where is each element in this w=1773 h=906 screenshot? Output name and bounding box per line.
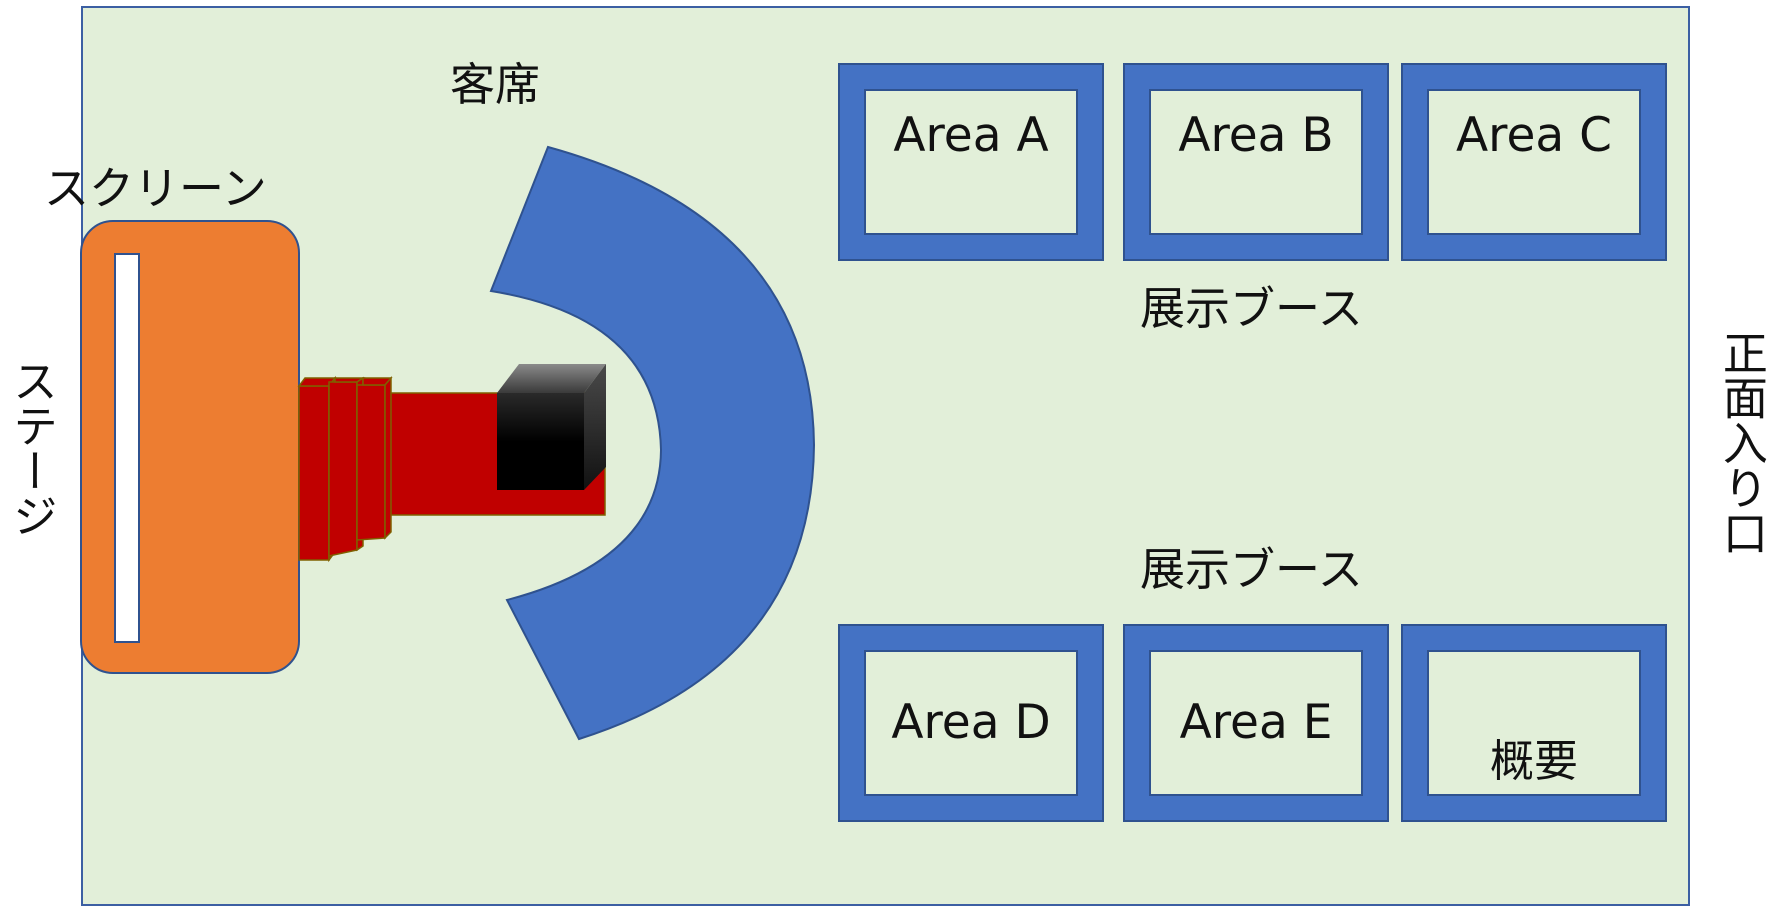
- main-entrance-label: 正面入り口: [1714, 330, 1768, 555]
- booth-area-c-inner: Area C: [1427, 89, 1641, 235]
- booth-area-d-inner: Area D: [864, 650, 1078, 796]
- booth-overview-inner: 概要: [1427, 650, 1641, 796]
- screen: [114, 253, 140, 643]
- booth-area-c-label: Area C: [1456, 108, 1612, 163]
- booth-area-a-inner: Area A: [864, 89, 1078, 235]
- booth-area-b-label: Area B: [1178, 108, 1334, 163]
- booth-area-d-label: Area D: [891, 695, 1051, 750]
- booth-area-b-inner: Area B: [1149, 89, 1363, 235]
- booths-top-label: 展示ブース: [1140, 282, 1363, 335]
- stage: [80, 220, 300, 674]
- camera-cube: [497, 364, 606, 490]
- screen-label: スクリーン: [44, 162, 267, 215]
- booth-area-d: Area D: [838, 624, 1104, 822]
- seating-arc: [489, 145, 816, 741]
- stage-area-drawing: [80, 145, 816, 741]
- booth-area-e-inner: Area E: [1149, 650, 1363, 796]
- booths-bottom-label: 展示ブース: [1140, 543, 1363, 596]
- booth-overview-label: 概要: [1490, 736, 1578, 787]
- stage-label: ステージ: [4, 358, 58, 538]
- seating-label: 客席: [450, 58, 541, 111]
- booth-area-c: Area C: [1401, 63, 1667, 261]
- booth-area-e-label: Area E: [1179, 695, 1333, 750]
- booth-area-b: Area B: [1123, 63, 1389, 261]
- booth-area-a-label: Area A: [893, 108, 1049, 163]
- booth-area-e: Area E: [1123, 624, 1389, 822]
- booth-overview: 概要: [1401, 624, 1667, 822]
- booth-area-a: Area A: [838, 63, 1104, 261]
